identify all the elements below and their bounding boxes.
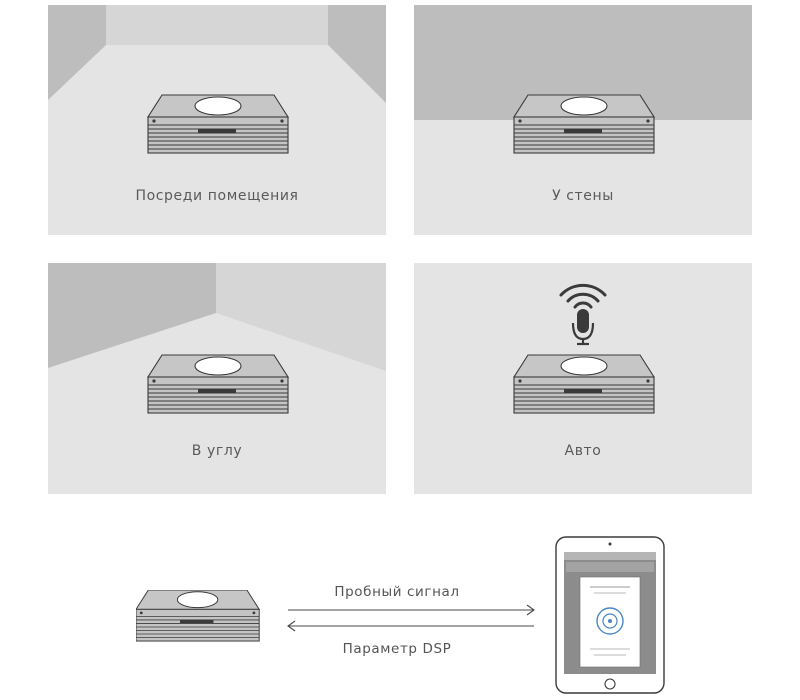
tablet-icon bbox=[555, 536, 665, 694]
speaker-icon bbox=[513, 354, 655, 414]
calibration-speaker-icon bbox=[136, 590, 260, 642]
placement-against-wall-label: У стены bbox=[552, 188, 614, 204]
placement-auto-panel[interactable]: Авто bbox=[414, 263, 752, 494]
placement-in-corner-panel[interactable]: В углу bbox=[48, 263, 386, 494]
speaker-icon bbox=[513, 94, 655, 154]
test-signal-label: Пробный сигнал bbox=[334, 584, 460, 600]
arrow-right-icon bbox=[288, 604, 535, 616]
speaker-icon bbox=[147, 354, 289, 414]
auto-scene bbox=[513, 283, 655, 414]
placement-room-center-label: Посреди помещения bbox=[135, 188, 299, 204]
placement-against-wall-panel[interactable]: У стены bbox=[414, 5, 752, 235]
in-corner-scene bbox=[48, 263, 386, 414]
placement-in-corner-label: В углу bbox=[191, 443, 243, 459]
against-wall-scene bbox=[414, 5, 752, 154]
signal-arrows bbox=[287, 604, 535, 632]
placement-room-center-panel[interactable]: Посреди помещения bbox=[48, 5, 386, 235]
placement-auto-label: Авто bbox=[564, 443, 602, 459]
speaker-icon bbox=[147, 94, 289, 154]
room-center-scene bbox=[48, 5, 386, 154]
arrow-left-icon bbox=[287, 620, 534, 632]
dsp-parameter-label: Параметр DSP bbox=[342, 641, 452, 657]
microphone-icon bbox=[559, 283, 607, 346]
